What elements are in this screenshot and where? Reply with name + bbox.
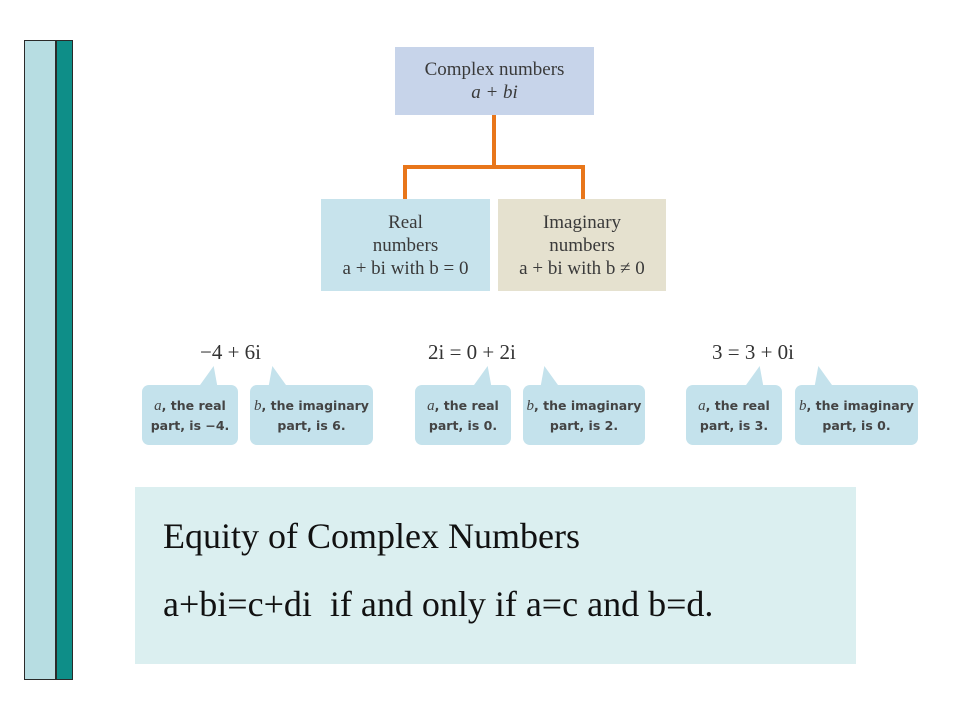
callout-var: a — [698, 397, 706, 414]
callout-var: a — [427, 397, 435, 414]
example-equation-2: 2i = 0 + 2i — [428, 340, 516, 364]
imag-part-callout-3: b, the imaginary part, is 0. — [795, 385, 918, 445]
callout-text-1: , the real — [434, 397, 499, 413]
callout-var: b — [526, 397, 535, 414]
real-numbers-line2: numbers — [372, 234, 439, 256]
callout-text-1: , the real — [161, 397, 226, 413]
connector-vertical-top — [492, 115, 496, 167]
callout-pointer-2b — [535, 366, 559, 386]
example-equation-3: 3 = 3 + 0i — [712, 340, 795, 364]
callout-pointer-1b — [263, 366, 287, 386]
complex-numbers-box: Complex numbers a + bi — [395, 47, 594, 115]
imaginary-numbers-line2: numbers — [549, 234, 615, 256]
connector-right-drop — [581, 165, 585, 199]
equality-panel: Equity of Complex Numbers a+bi=c+di if a… — [135, 487, 856, 664]
complex-numbers-title: Complex numbers — [424, 59, 565, 80]
callout-var: b — [799, 397, 807, 414]
real-numbers-box: Real numbers a + bi with b = 0 — [321, 199, 490, 291]
callout-text-2: part, is 2. — [549, 417, 619, 433]
left-decor-bar-light — [24, 40, 56, 680]
callout-pointer-2a — [473, 366, 497, 386]
callout-text-2: part, is 0. — [822, 417, 891, 433]
callout-text-2: part, is −4. — [150, 417, 230, 433]
callout-text-1: , the imaginary — [806, 397, 914, 413]
callout-text-1: , the imaginary — [261, 397, 369, 413]
complex-numbers-form: a + bi — [471, 82, 518, 103]
panel-heading: Equity of Complex Numbers — [163, 516, 580, 556]
connector-horizontal — [403, 165, 585, 169]
imaginary-numbers-line1: Imaginary — [542, 211, 622, 233]
real-numbers-line1: Real — [388, 211, 423, 233]
panel-statement: a+bi=c+di if and only if a=c and b=d. — [163, 584, 714, 624]
callout-pointer-3b — [809, 366, 833, 386]
connector-left-drop — [403, 165, 407, 199]
real-numbers-condition: a + bi with b = 0 — [342, 257, 469, 279]
left-decor-bar-teal — [56, 40, 73, 680]
imaginary-numbers-box: Imaginary numbers a + bi with b ≠ 0 — [498, 199, 666, 291]
callout-var: b — [254, 397, 262, 414]
callout-pointer-1a — [199, 366, 223, 386]
callout-pointer-3a — [745, 366, 769, 386]
real-part-callout-3: a, the real part, is 3. — [686, 385, 782, 445]
imag-part-callout-2: b, the imaginary part, is 2. — [523, 385, 645, 445]
callout-text-2: part, is 6. — [277, 417, 346, 433]
callout-var: a — [154, 397, 162, 414]
imaginary-numbers-condition: a + bi with b ≠ 0 — [519, 257, 645, 279]
callout-text-2: part, is 0. — [428, 417, 498, 433]
real-part-callout-1: a, the real part, is −4. — [142, 385, 238, 445]
callout-text-2: part, is 3. — [699, 417, 769, 433]
callout-text-1: , the imaginary — [534, 397, 642, 413]
imag-part-callout-1: b, the imaginary part, is 6. — [250, 385, 373, 445]
example-equation-1: −4 + 6i — [200, 340, 262, 364]
callout-text-1: , the real — [705, 397, 770, 413]
real-part-callout-2: a, the real part, is 0. — [415, 385, 511, 445]
